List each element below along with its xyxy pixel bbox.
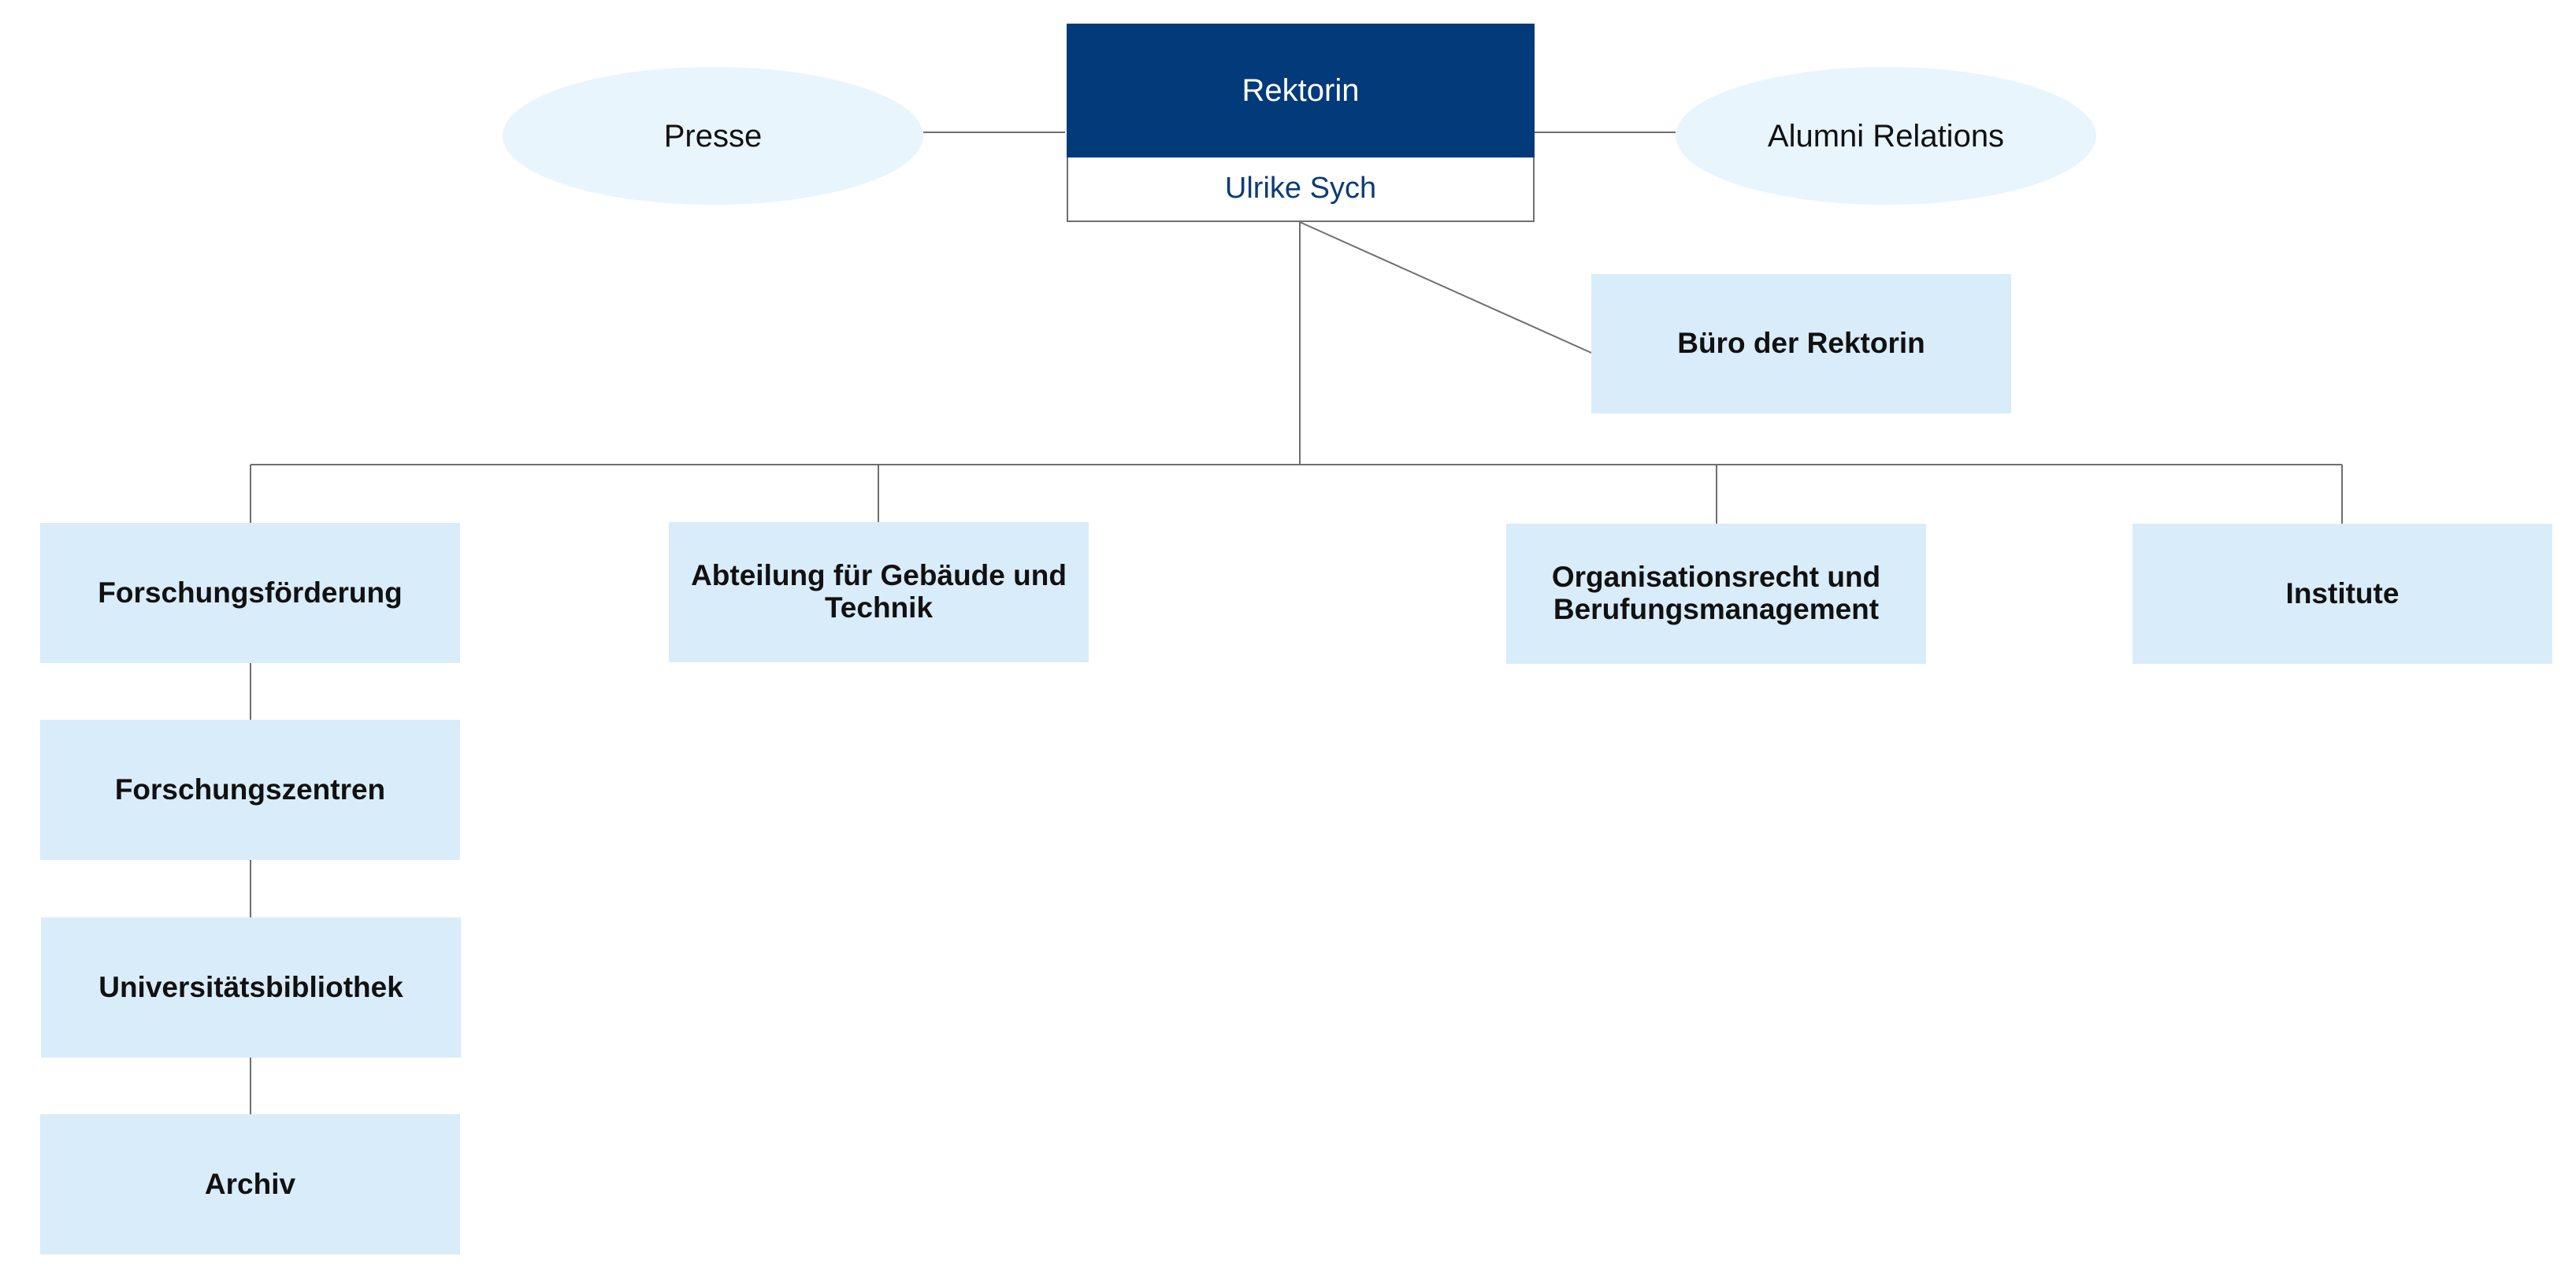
head-name: Ulrike Sych xyxy=(1224,172,1377,206)
box-department-1: Forschungsförderung xyxy=(40,523,460,663)
department-2-label: Abteilung für Gebäude und Technik xyxy=(691,559,1067,624)
ellipse-presse-label: Presse xyxy=(663,118,763,154)
box-buero-label: Büro der Rektorin xyxy=(1677,327,1925,360)
box-chain-1: Forschungszentren xyxy=(40,720,460,860)
ellipse-presse: Presse xyxy=(503,67,923,205)
ellipse-alumni-label: Alumni Relations xyxy=(1767,118,2005,154)
box-department-3: Organisationsrecht und Berufungsmanageme… xyxy=(1506,524,1926,664)
ellipse-alumni: Alumni Relations xyxy=(1676,67,2096,205)
connector-buero xyxy=(1299,221,1592,354)
box-chain-2: Universitätsbibliothek xyxy=(41,917,461,1058)
box-department-4: Institute xyxy=(2132,524,2552,664)
box-chain-3: Archiv xyxy=(40,1114,460,1254)
department-1-label: Forschungsförderung xyxy=(98,576,403,609)
box-buero: Büro der Rektorin xyxy=(1591,274,2011,413)
head-title-box: Rektorin xyxy=(1067,24,1535,157)
head-name-box: Ulrike Sych xyxy=(1067,157,1535,222)
chain-2-label: Universitätsbibliothek xyxy=(98,970,403,1003)
chain-1-label: Forschungszentren xyxy=(114,773,386,806)
box-department-2: Abteilung für Gebäude und Technik xyxy=(669,522,1089,662)
department-3-label: Organisationsrecht und Berufungsmanageme… xyxy=(1551,561,1881,625)
chain-3-label: Archiv xyxy=(204,1167,296,1200)
department-4-label: Institute xyxy=(2285,576,2400,610)
head-title: Rektorin xyxy=(1242,73,1360,108)
